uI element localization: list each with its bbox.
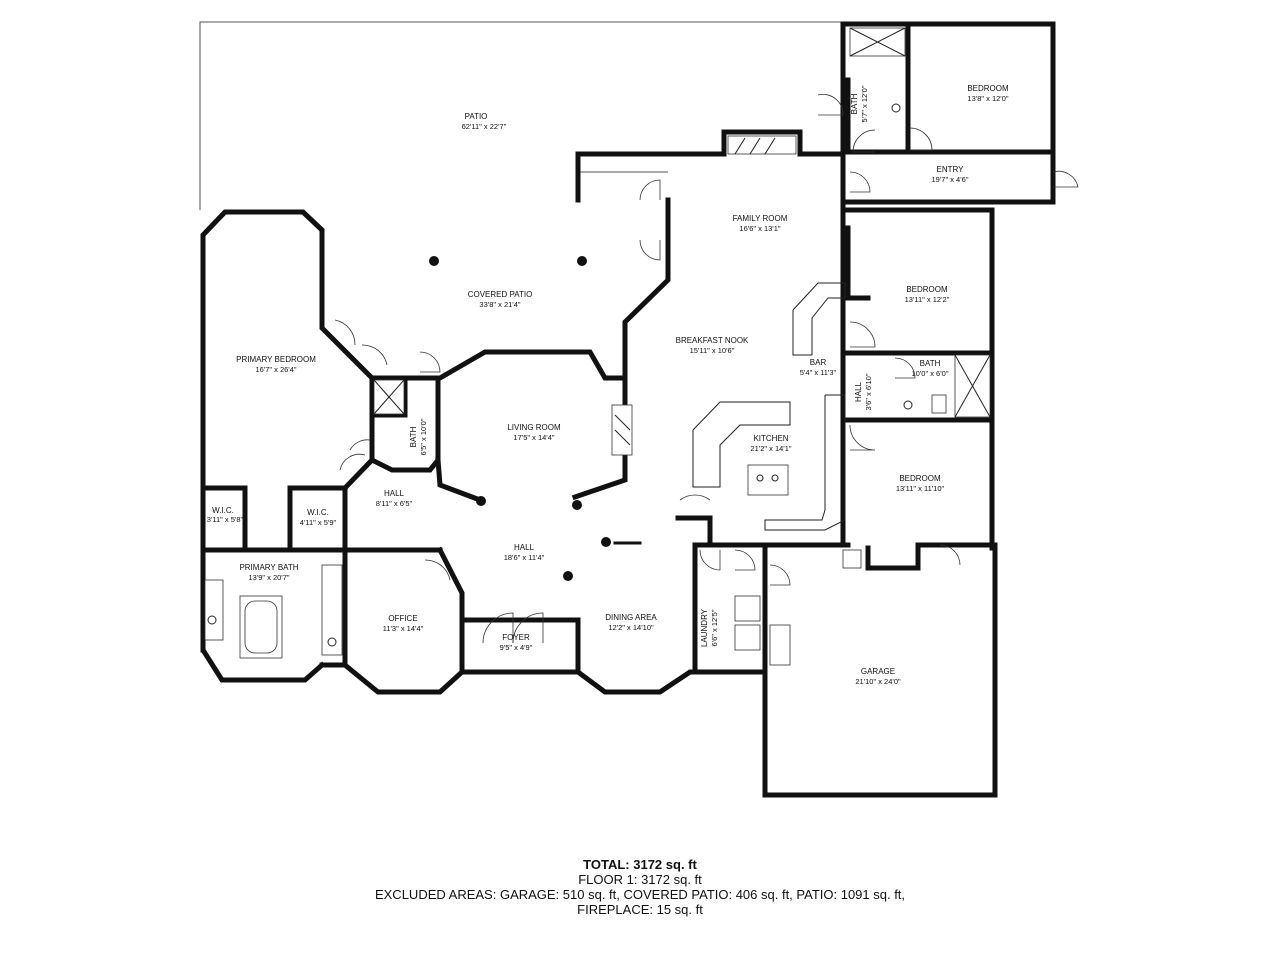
room-dim-patio: 62'11" x 22'7" — [462, 122, 507, 131]
room-name-garage: GARAGE — [861, 667, 895, 676]
room-dim-wic-left: 3'11" x 5'8" — [207, 515, 244, 524]
room-name-primary-bedroom: PRIMARY BEDROOM — [236, 355, 316, 364]
room-dim-entry: 19'7" x 4'6" — [932, 175, 969, 184]
room-name-breakfast-nook: BREAKFAST NOOK — [676, 336, 749, 345]
room-labels: PATIO 62'11" x 22'7" BATH 5'7" x 12'0" B… — [207, 84, 1009, 686]
room-name-hall-main: HALL — [514, 543, 535, 552]
room-name-bedroom-top: BEDROOM — [967, 84, 1009, 93]
room-dim-bedroom-low: 13'11" x 11'10" — [896, 484, 945, 493]
room-dim-bath-right: 10'0" x 6'0" — [912, 369, 949, 378]
room-name-bar: BAR — [810, 358, 827, 367]
room-dim-wic-mid: 4'11" x 5'9" — [300, 518, 337, 527]
room-dim-kitchen: 21'2" x 14'1" — [750, 444, 791, 453]
total-area: TOTAL: 3172 sq. ft — [583, 857, 697, 872]
room-dim-garage: 21'10" x 24'0" — [855, 677, 901, 686]
room-name-office: OFFICE — [388, 614, 417, 623]
room-dim-bath-mid: 6'5" x 10'0" — [419, 418, 428, 455]
room-dim-office: 11'3" x 14'4" — [383, 624, 424, 633]
exterior-walls — [200, 21, 1056, 798]
room-name-foyer: FOYER — [502, 633, 530, 642]
area-summary: TOTAL: 3172 sq. ft FLOOR 1: 3172 sq. ft … — [0, 857, 1280, 917]
room-name-bath-mid: BATH — [409, 426, 418, 447]
fireplace — [611, 135, 797, 456]
room-name-dining-area: DINING AREA — [605, 613, 657, 622]
room-name-primary-bath: PRIMARY BATH — [239, 563, 298, 572]
room-name-hall-small: HALL — [384, 489, 405, 498]
room-name-entry: ENTRY — [937, 165, 965, 174]
excluded-areas-continued: FIREPLACE: 15 sq. ft — [577, 902, 703, 917]
room-name-hall-right: HALL — [854, 381, 863, 402]
room-dim-family-room: 16'6" x 13'1" — [739, 224, 780, 233]
doors — [334, 94, 1079, 644]
bath-fixtures — [204, 27, 991, 666]
room-name-patio: PATIO — [465, 112, 488, 121]
patio-outline — [199, 21, 842, 210]
room-dim-hall-right: 3'6" x 6'10" — [864, 373, 873, 410]
room-dim-hall-main: 18'6" x 11'4" — [504, 553, 545, 562]
room-dim-bath-top: 5'7" x 12'0" — [860, 85, 869, 122]
room-name-wic-left: W.I.C. — [212, 506, 234, 515]
room-dim-bedroom-top: 13'8" x 12'0" — [967, 94, 1008, 103]
room-name-covered-patio: COVERED PATIO — [468, 290, 533, 299]
room-dim-primary-bedroom: 16'7" x 26'4" — [255, 365, 296, 374]
room-dim-covered-patio: 33'8" x 21'4" — [479, 300, 520, 309]
room-name-bath-right: BATH — [920, 359, 941, 368]
columns — [429, 256, 642, 581]
room-dim-primary-bath: 13'9" x 20'7" — [248, 573, 289, 582]
room-dim-hall-small: 8'11" x 6'5" — [376, 499, 413, 508]
room-name-family-room: FAMILY ROOM — [733, 214, 788, 223]
room-name-laundry: LAUNDRY — [700, 608, 709, 647]
room-name-bedroom-low: BEDROOM — [899, 474, 941, 483]
room-dim-laundry: 6'6" x 12'5" — [710, 609, 719, 646]
room-dim-bedroom-mid: 13'11" x 12'2" — [905, 295, 950, 304]
room-name-wic-mid: W.I.C. — [307, 508, 329, 517]
room-name-bath-top: BATH — [850, 93, 859, 114]
room-name-bedroom-mid: BEDROOM — [906, 285, 948, 294]
room-name-living-room: LIVING ROOM — [507, 423, 561, 432]
floor-area: FLOOR 1: 3172 sq. ft — [578, 872, 702, 887]
room-dim-breakfast-nook: 15'11" x 10'6" — [690, 346, 735, 355]
kitchen-counters — [692, 282, 846, 531]
room-name-kitchen: KITCHEN — [753, 434, 788, 443]
room-dim-dining-area: 12'2" x 14'10" — [608, 623, 654, 632]
excluded-areas: EXCLUDED AREAS: GARAGE: 510 sq. ft, COVE… — [374, 887, 906, 902]
room-dim-bar: 5'4" x 11'3" — [800, 368, 837, 377]
room-dim-foyer: 9'5" x 4'9" — [500, 643, 533, 652]
room-dim-living-room: 17'5" x 14'4" — [513, 433, 554, 442]
